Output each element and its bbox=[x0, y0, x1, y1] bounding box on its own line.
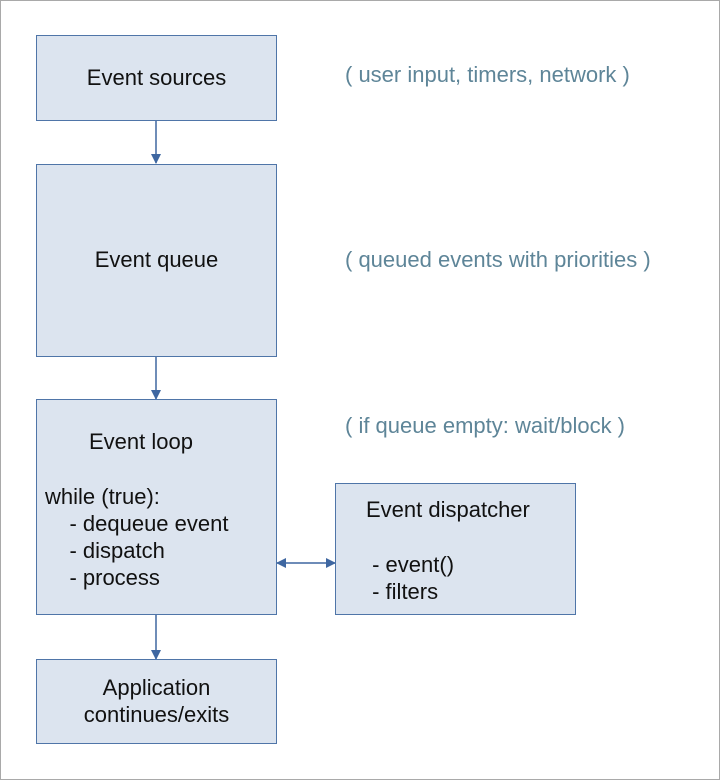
event-queue-label: Event queue bbox=[94, 247, 219, 273]
event-dispatcher-items: - event() - filters bbox=[372, 552, 455, 604]
event-dispatcher-box: Event dispatcher - event() - filters bbox=[335, 483, 576, 615]
event-dispatcher-title: Event dispatcher bbox=[366, 497, 530, 522]
event-queue-box: Event queue bbox=[36, 164, 277, 357]
event-sources-box: Event sources bbox=[36, 35, 277, 121]
event-queue-note: ( queued events with priorities ) bbox=[345, 247, 651, 272]
event-sources-label: Event sources bbox=[86, 64, 227, 90]
event-loop-code: while (true): - dequeue event - dispatch… bbox=[45, 484, 229, 590]
event-loop-box: Event loop while (true): - dequeue event… bbox=[36, 399, 277, 615]
event-loop-note: ( if queue empty: wait/block ) bbox=[345, 413, 626, 438]
event-sources-note: ( user input, timers, network ) bbox=[345, 62, 630, 87]
application-label: Application continues/exits bbox=[83, 675, 230, 727]
event-loop-title: Event loop bbox=[89, 429, 193, 454]
application-box: Application continues/exits bbox=[36, 659, 277, 744]
